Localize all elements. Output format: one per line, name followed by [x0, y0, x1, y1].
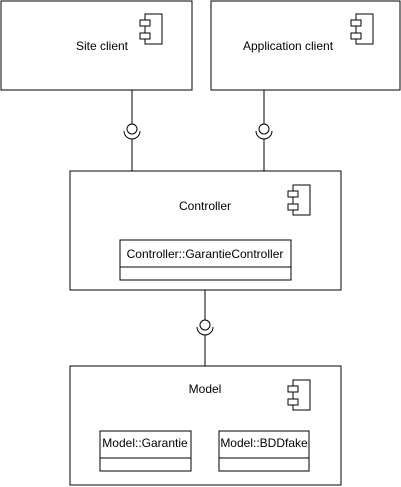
required-interface-socket	[196, 326, 214, 336]
component-icon	[287, 379, 311, 411]
garantie-controller-class-label: Controller::GarantieController	[127, 247, 284, 261]
model-component[interactable]: Model Model::Garantie Model::BDDfake	[69, 365, 342, 486]
model-bddfake-class-label: Model::BDDfake	[220, 436, 308, 450]
controller-label: Controller	[179, 199, 231, 213]
garantie-controller-class[interactable]: Controller::GarantieController	[119, 239, 292, 281]
model-label: Model	[189, 382, 222, 396]
provided-interface-lollipop	[126, 123, 138, 135]
site-client-component[interactable]: Site client	[0, 0, 193, 91]
controller-component[interactable]: Controller Controller::GarantieControlle…	[69, 170, 342, 291]
site-client-label: Site client	[76, 39, 129, 53]
required-interface-socket	[123, 130, 141, 140]
controller-model-interface-connector	[196, 290, 214, 366]
component-icon	[139, 13, 163, 45]
model-garantie-class[interactable]: Model::Garantie	[99, 430, 192, 472]
component-icon	[350, 13, 374, 45]
model-garantie-class-label: Model::Garantie	[102, 436, 188, 450]
application-client-component[interactable]: Application client	[210, 0, 401, 91]
provided-interface-lollipop	[258, 123, 270, 135]
site-client-interface-connector	[123, 90, 141, 171]
provided-interface-lollipop	[199, 319, 211, 331]
required-interface-socket	[255, 130, 273, 140]
application-client-label: Application client	[243, 39, 334, 53]
application-client-interface-connector	[255, 90, 273, 171]
model-bddfake-class[interactable]: Model::BDDfake	[218, 430, 310, 472]
component-icon	[287, 184, 311, 216]
